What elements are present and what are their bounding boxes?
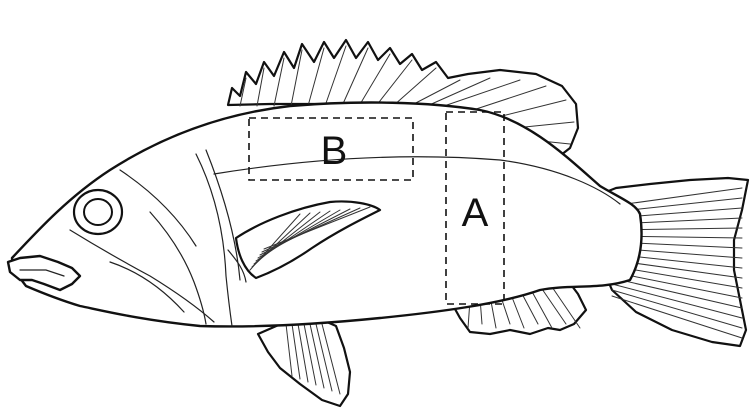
region-a-label: A xyxy=(462,191,489,235)
pelvic-fin xyxy=(258,318,350,406)
eye xyxy=(74,190,122,234)
region-b-label: B xyxy=(321,129,348,173)
